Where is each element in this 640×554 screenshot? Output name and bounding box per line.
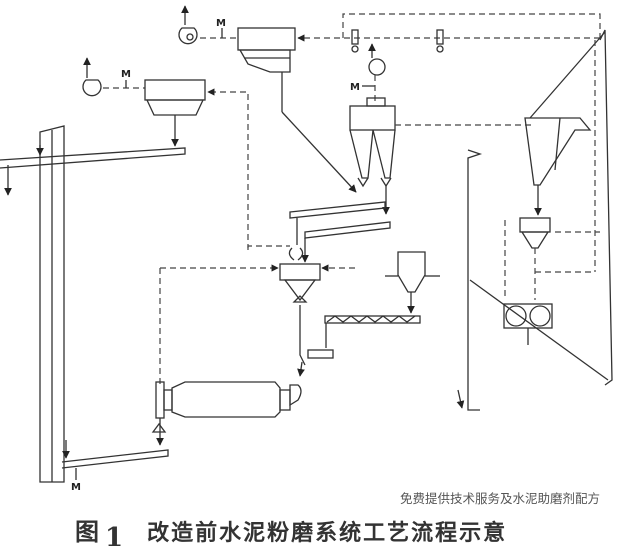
top-dust-collector: M [178, 5, 601, 73]
ball-mill [151, 381, 302, 446]
left-dust-collector: M [0, 57, 249, 250]
figure-prefix: 图 [75, 517, 99, 546]
cyclones [281, 72, 535, 215]
motor-label: M [350, 82, 360, 93]
roller-press-system [456, 29, 613, 411]
watermark: 免费提供技术服务及水泥助磨剂配方 [400, 491, 601, 506]
bottom-conveyor: M [61, 440, 169, 493]
figure-title: 改造前水泥粉磨系统工艺流程示意 [147, 520, 508, 546]
left-bucket-elevator [4, 125, 65, 483]
classifier [159, 245, 355, 385]
figure-caption: 图 1 改造前水泥粉磨系统工艺流程示意 [75, 512, 508, 553]
air-slide-conveyors [289, 201, 391, 263]
feed-bin [297, 251, 440, 377]
motor-label: M [121, 69, 131, 80]
figure-number: 1 [105, 523, 124, 553]
process-flow-diagram: M M M [0, 5, 613, 493]
motor-label: M [71, 482, 81, 493]
motor-label: M [216, 18, 226, 29]
cyclone-fan: M [350, 43, 386, 104]
